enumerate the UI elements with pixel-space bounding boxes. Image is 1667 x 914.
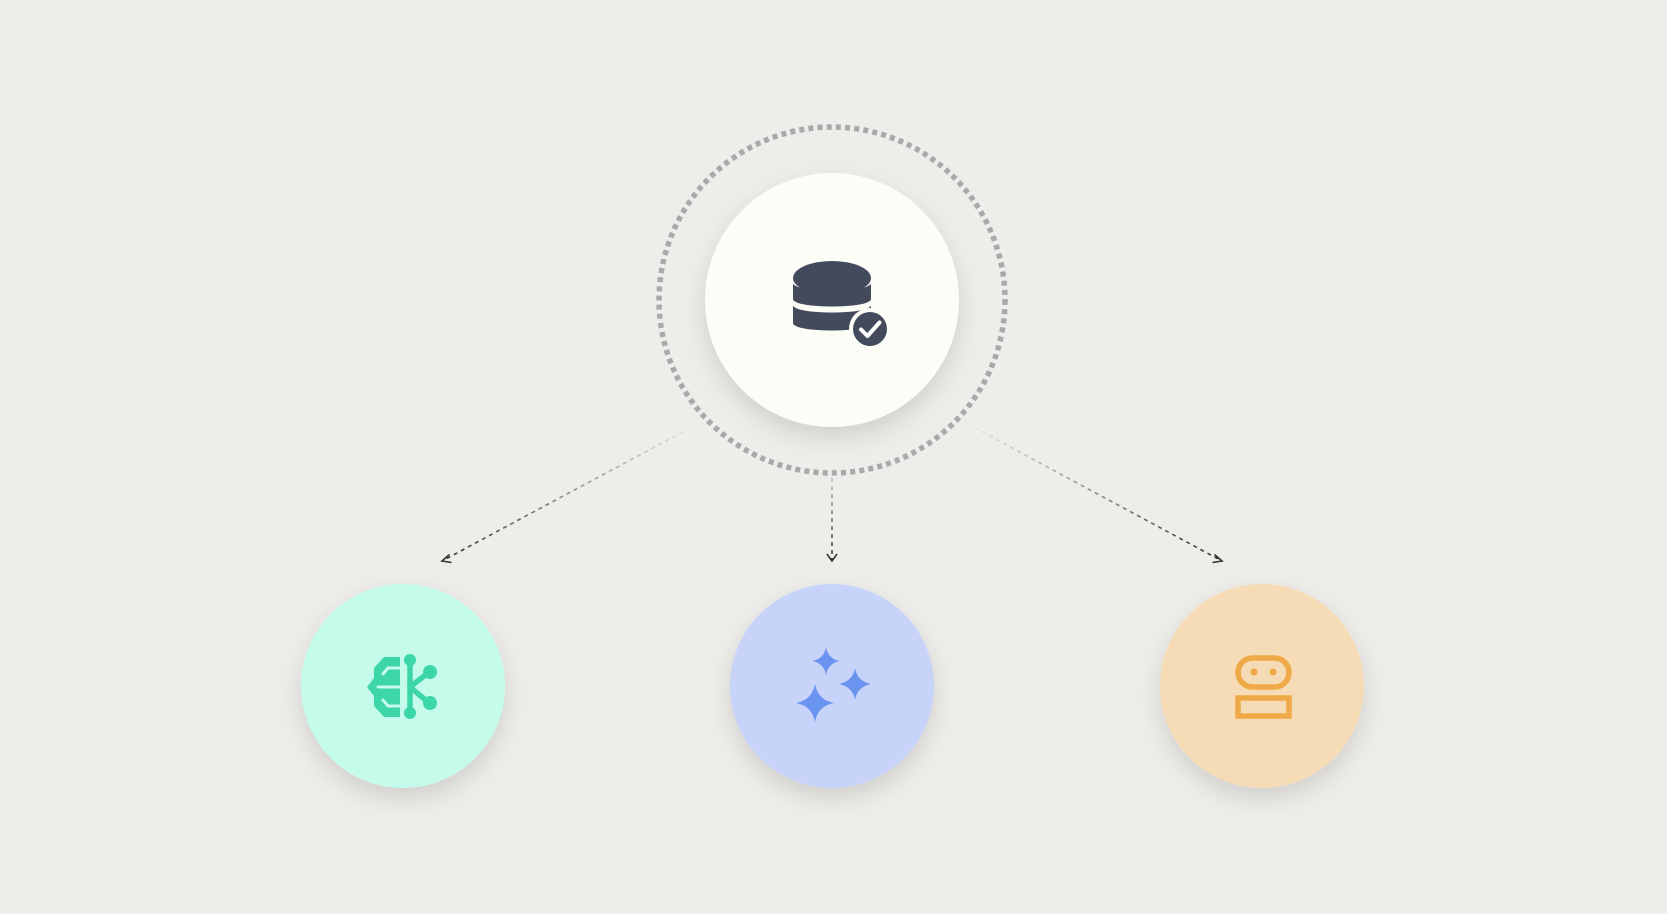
arrowhead-right — [1212, 553, 1224, 564]
arrowhead-left — [440, 553, 452, 564]
middle-node-circle — [730, 584, 934, 788]
left-node-circle — [301, 584, 505, 788]
left-node — [301, 584, 505, 788]
arrowhead-middle — [826, 553, 838, 563]
connector-right — [974, 427, 1224, 564]
right-node — [1160, 584, 1364, 788]
database-check-icon — [793, 261, 891, 350]
connector-left — [440, 427, 691, 564]
middle-node — [730, 584, 934, 788]
sparkles-icon — [796, 647, 871, 722]
robot-icon — [1235, 655, 1292, 719]
central-dashed-ring — [656, 124, 1008, 476]
central-node — [705, 173, 959, 427]
brain-circuit-icon — [367, 654, 437, 719]
connector-middle — [826, 478, 838, 563]
